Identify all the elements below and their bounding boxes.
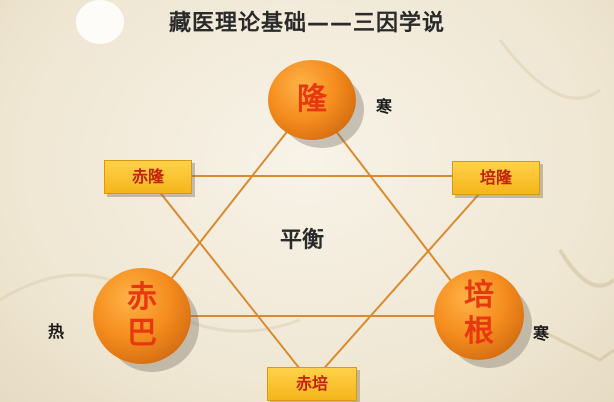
node-chiba-char-1: 赤: [127, 280, 157, 315]
center-balance-label: 平衡: [279, 228, 324, 253]
annotation-cold-top: 寒: [376, 97, 393, 116]
diagram-title: 藏医理论基础——三因学说: [168, 11, 445, 36]
node-peigen: 培 根: [434, 270, 524, 360]
line-lower-right: [310, 175, 496, 384]
label-chilong: 赤隆: [104, 160, 192, 194]
label-chipei: 赤培: [267, 367, 357, 401]
node-long: 隆: [268, 60, 356, 140]
node-chiba: 赤 巴: [93, 268, 191, 364]
label-peilong: 培隆: [452, 161, 540, 195]
node-chiba-char-2: 巴: [127, 316, 157, 351]
node-peigen-char-2: 根: [464, 314, 494, 349]
annotation-cold-right: 寒: [533, 324, 550, 343]
annotation-hot-left: 热: [48, 322, 65, 341]
node-peigen-char-1: 培: [464, 278, 494, 313]
corner-circle-decoration: [76, 0, 124, 44]
line-lower-left: [146, 175, 312, 384]
